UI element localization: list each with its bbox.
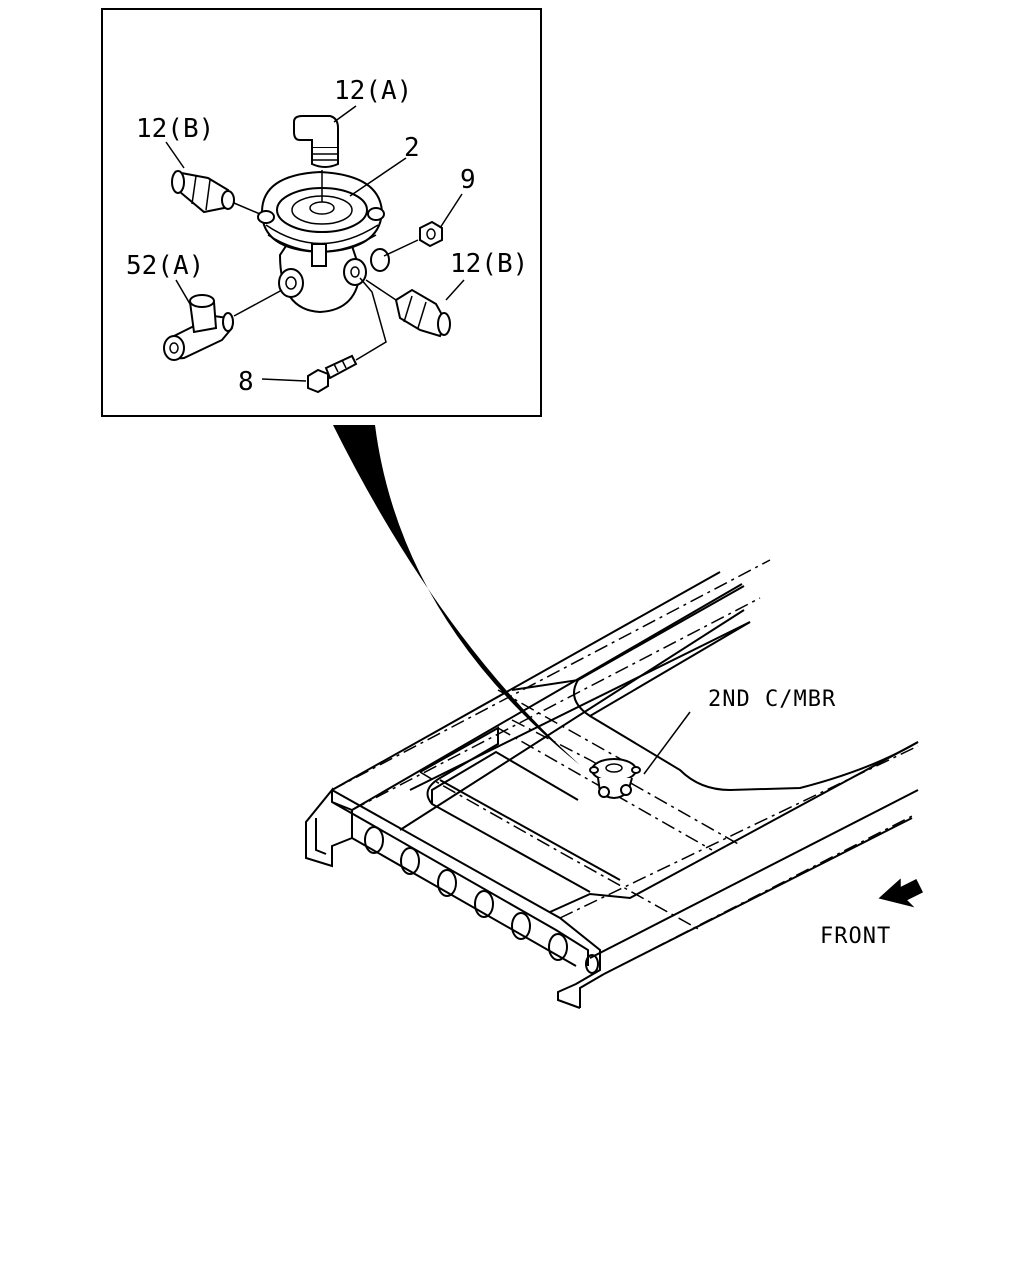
bolt-8	[307, 354, 358, 394]
detail-inset: 12(A) 12(B) 2 9 52(A) 12(B) 8	[101, 8, 542, 417]
callout-52a: 52(A)	[126, 251, 204, 281]
callout-12a: 12(A)	[334, 76, 412, 106]
valve-on-frame	[589, 758, 641, 799]
connector-12b-left	[171, 170, 235, 214]
elbow-fitting-12a	[293, 115, 339, 168]
label-front: FRONT	[820, 924, 891, 949]
nut-9	[419, 220, 443, 248]
callout-9: 9	[460, 165, 476, 195]
front-arrow-icon	[878, 878, 924, 908]
callout-12b-left: 12(B)	[136, 114, 214, 144]
member-leader	[643, 711, 691, 775]
callout-2: 2	[404, 133, 420, 163]
valve-assembly	[257, 170, 390, 314]
tee-fitting-52a	[163, 294, 234, 361]
label-second-cross-member: 2ND C/MBR	[708, 687, 836, 712]
connector-12b-right	[394, 288, 451, 338]
detail-pointer-swoosh	[333, 425, 580, 765]
rail-holes	[364, 826, 599, 974]
callout-8: 8	[238, 367, 254, 397]
chassis-frame	[305, 559, 919, 1009]
callout-12b-right: 12(B)	[450, 249, 528, 279]
